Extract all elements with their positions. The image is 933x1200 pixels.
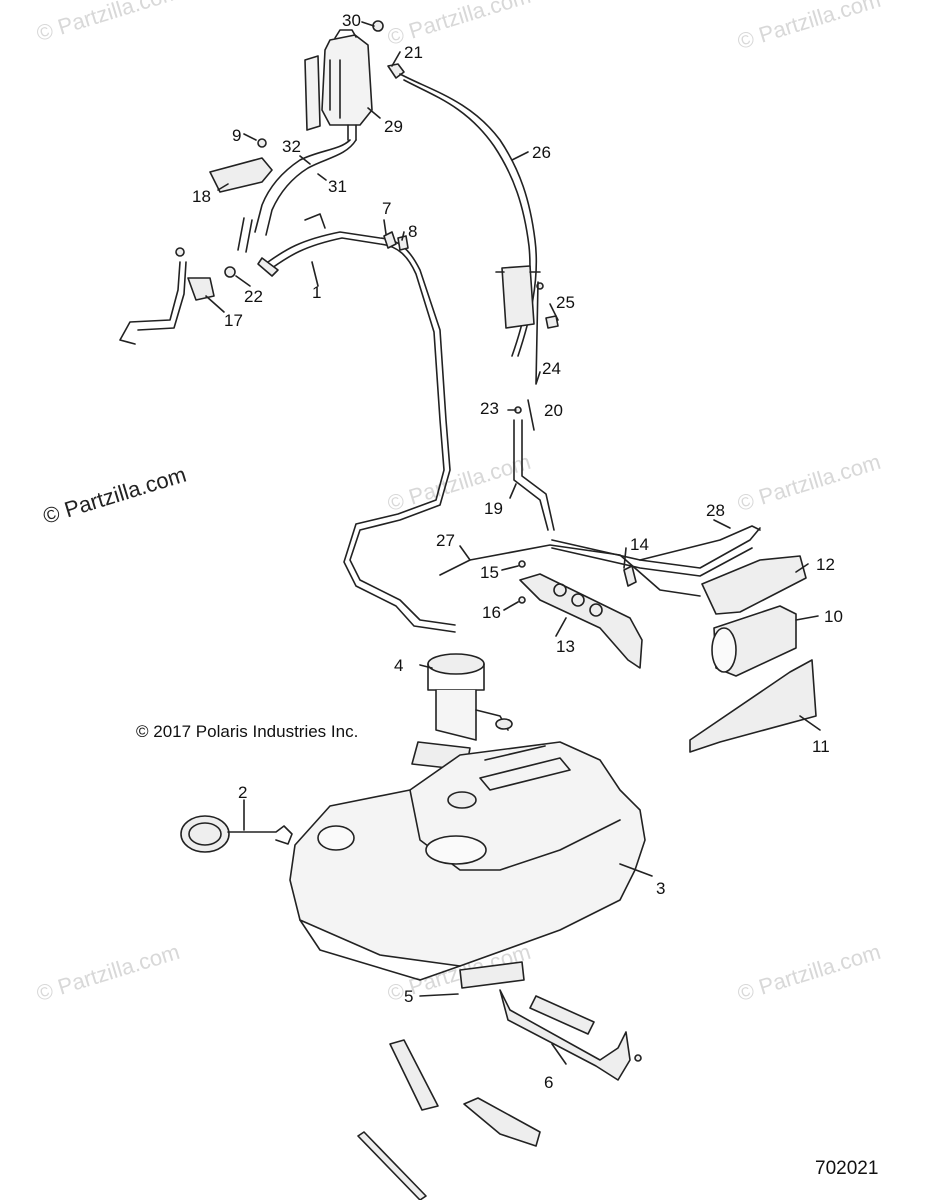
callout-27: 27 [436, 531, 455, 550]
pad-c [357, 1131, 427, 1200]
clip-21 [387, 63, 405, 79]
callout-12: 12 [816, 555, 835, 574]
figure-number: 702021 [815, 1158, 879, 1179]
hose-32 [237, 217, 253, 253]
bracket-18 [209, 157, 273, 193]
nut-16 [518, 596, 526, 604]
fuel-line-1 [267, 231, 456, 626]
bracket-13 [519, 573, 643, 669]
line-27 [439, 544, 701, 597]
callout-2: 2 [238, 783, 247, 802]
cover-12 [701, 555, 807, 615]
callout-25: 25 [556, 293, 575, 312]
callout-31: 31 [328, 177, 347, 196]
line-14 [551, 527, 761, 569]
callout-4: 4 [394, 656, 403, 675]
pad-5 [459, 961, 525, 989]
callout-16: 16 [482, 603, 501, 622]
clamp-7 [383, 231, 397, 249]
pad-b [463, 1097, 541, 1147]
callout-20: 20 [544, 401, 563, 420]
callout-19: 19 [484, 499, 503, 518]
clip-25 [545, 315, 559, 329]
hose-26 [399, 73, 538, 357]
callout-32: 32 [282, 137, 301, 156]
callout-28: 28 [706, 501, 725, 520]
bolt-9 [257, 138, 267, 148]
vent-hose [119, 261, 181, 345]
callout-14: 14 [630, 535, 649, 554]
pad-a [389, 1039, 439, 1111]
callout-11: 11 [812, 737, 830, 756]
overflow-bottle [321, 29, 373, 141]
callout-23: 23 [480, 399, 499, 418]
callout-13: 13 [556, 637, 575, 656]
callout-1: 1 [312, 283, 321, 302]
callout-17: 17 [224, 311, 243, 330]
copyright-notice: © 2017 Polaris Industries Inc. [136, 722, 359, 741]
line-28 [639, 525, 761, 561]
callout-21: 21 [404, 43, 423, 62]
callout-24: 24 [542, 359, 561, 378]
valve-17 [187, 277, 215, 301]
callout-18: 18 [192, 187, 211, 206]
callout-10: 10 [824, 607, 843, 626]
callout-30: 30 [342, 11, 361, 30]
callout-7: 7 [382, 199, 391, 218]
fuel-cap-2 [180, 815, 293, 853]
filter-20 [501, 265, 535, 329]
tray-11 [689, 659, 817, 753]
hose-19 [513, 419, 549, 531]
callout-9: 9 [232, 126, 241, 145]
callout-29: 29 [384, 117, 403, 136]
callout-3: 3 [656, 879, 665, 898]
callout-22: 22 [244, 287, 263, 306]
callout-8: 8 [408, 222, 417, 241]
bottle-strap [304, 55, 321, 131]
fuel-tank-3 [289, 741, 646, 981]
callout-6: 6 [544, 1073, 553, 1092]
fitting-22 [224, 266, 236, 278]
strap-6 [499, 989, 631, 1081]
callout-15: 15 [480, 563, 499, 582]
callout-labels: 1 2 3 4 5 6 7 8 9 10 11 12 13 14 15 16 1… [192, 11, 843, 1092]
callout-26: 26 [532, 143, 551, 162]
hose-31 [254, 139, 351, 233]
callout-5: 5 [404, 987, 413, 1006]
bolt-15 [518, 560, 526, 568]
